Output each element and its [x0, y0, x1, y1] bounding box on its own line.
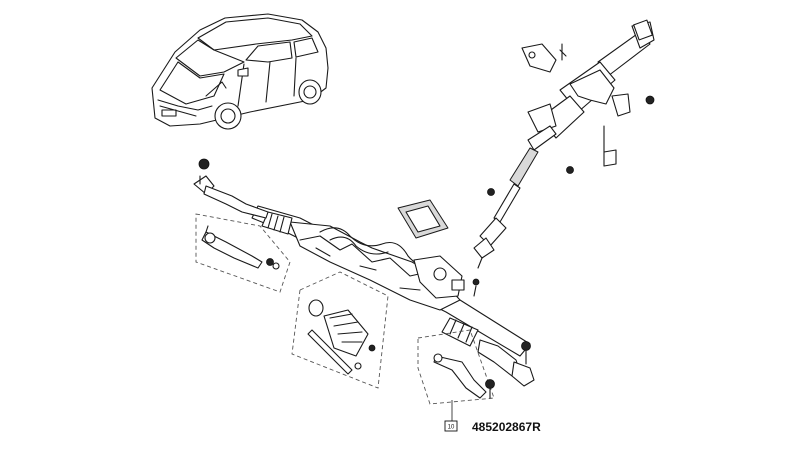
- callout-marker: 10: [444, 420, 458, 432]
- detail-left-tie-rod-end: [195, 213, 291, 293]
- detail-right-tie-rod-end: [417, 329, 495, 424]
- detail-bellows-kit: [291, 271, 389, 389]
- car-illustration: [151, 13, 329, 130]
- column-mount-parts: [487, 43, 655, 196]
- tie-rod-right: [477, 339, 535, 387]
- steering-rack: [251, 205, 531, 357]
- callout-number: 10: [448, 425, 455, 431]
- tie-rod-left: [193, 158, 269, 219]
- firewall-gasket: [397, 199, 449, 239]
- part-reference-label: 485202867R: [472, 420, 541, 434]
- steering-column: [473, 19, 655, 269]
